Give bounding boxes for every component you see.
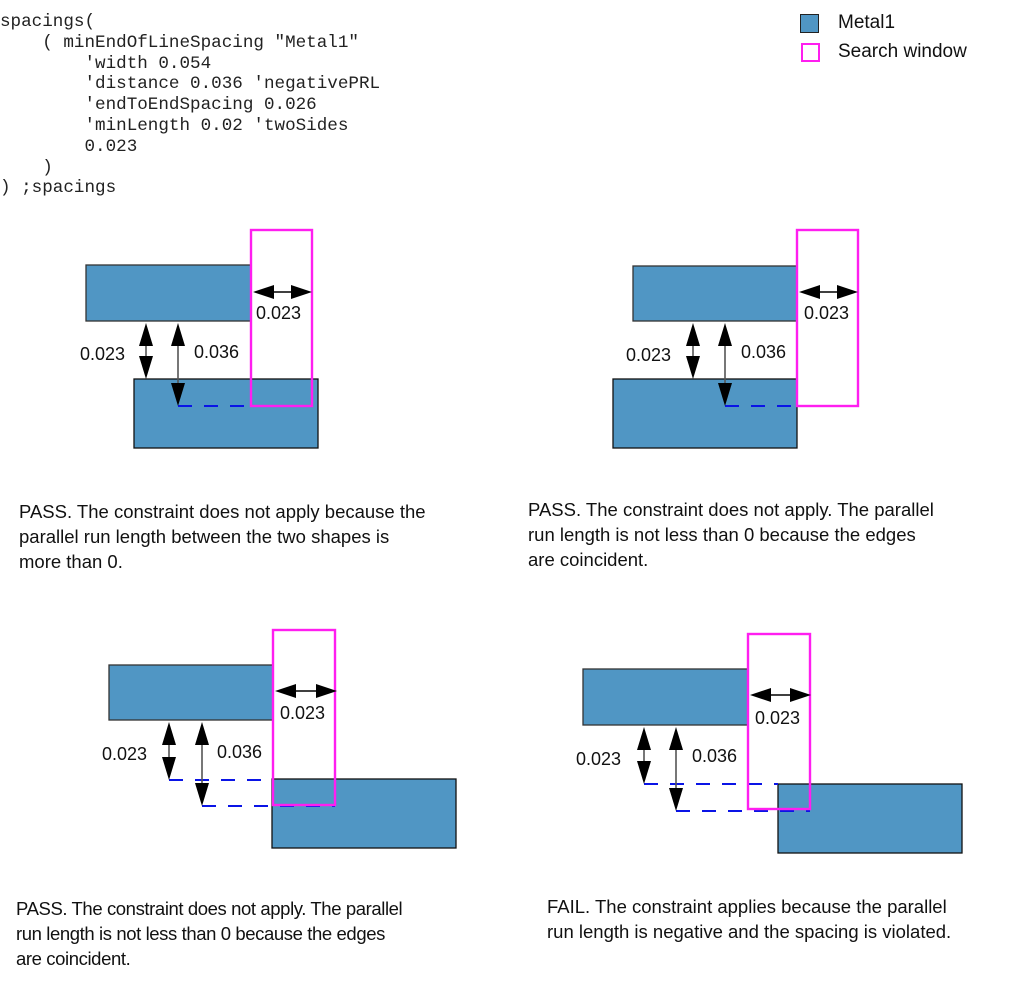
distance-label: 0.036 bbox=[194, 342, 239, 362]
caption-line: PASS. The constraint does not apply. The… bbox=[528, 499, 934, 520]
spacing-arrow-head-up bbox=[637, 727, 651, 750]
metal1-shape-lower bbox=[777, 783, 963, 854]
distance-arrow-head-up bbox=[171, 323, 185, 346]
diagram-bottom-left: 0.023 0.023 0.036 bbox=[102, 628, 457, 849]
caption-bottom-left: PASS. The constraint does not apply. The… bbox=[16, 896, 403, 971]
search-window-swatch-icon bbox=[801, 43, 820, 62]
window-width-arrow-head-right bbox=[790, 688, 811, 702]
legend-label: Search window bbox=[838, 41, 967, 62]
diagram-bottom-right: 0.023 0.023 0.036 bbox=[576, 632, 963, 854]
window-width-arrow-head-left bbox=[275, 684, 296, 698]
caption-line: PASS. The constraint does not apply beca… bbox=[19, 501, 426, 522]
spacing-label: 0.023 bbox=[576, 749, 621, 769]
caption-line: run length is negative and the spacing i… bbox=[547, 921, 952, 942]
window-width-arrow-head-left bbox=[750, 688, 771, 702]
code-line: 'minLength 0.02 'twoSides bbox=[0, 115, 349, 136]
metal1-shape-lower bbox=[612, 378, 798, 449]
window-width-arrow-head-left bbox=[799, 285, 820, 299]
metal1-shape-lower bbox=[133, 378, 319, 449]
window-width-arrow-head-right bbox=[837, 285, 858, 299]
distance-label: 0.036 bbox=[692, 746, 737, 766]
window-width-label: 0.023 bbox=[280, 703, 325, 723]
metal1-swatch-icon bbox=[800, 14, 819, 33]
distance-label: 0.036 bbox=[217, 742, 262, 762]
spacing-label: 0.023 bbox=[80, 344, 125, 364]
spacing-arrow-head-down bbox=[686, 356, 700, 379]
spacing-label: 0.023 bbox=[626, 345, 671, 365]
spacing-label: 0.023 bbox=[102, 744, 147, 764]
legend-label: Metal1 bbox=[838, 12, 896, 33]
window-width-label: 0.023 bbox=[256, 303, 301, 323]
code-line: 'distance 0.036 'negativePRL bbox=[0, 74, 381, 95]
code-line: ) bbox=[0, 157, 53, 178]
distance-arrow-head-up bbox=[669, 727, 683, 750]
search-window bbox=[746, 632, 812, 811]
window-width-label: 0.023 bbox=[755, 708, 800, 728]
code-line: ( minEndOfLineSpacing "Metal1" bbox=[0, 32, 359, 53]
search-window bbox=[271, 628, 337, 807]
window-width-arrow-head-right bbox=[291, 285, 312, 299]
caption-top-left: PASS. The constraint does not apply beca… bbox=[19, 499, 426, 574]
code-line: ) ;spacings bbox=[0, 178, 117, 199]
search-window bbox=[249, 228, 314, 408]
window-width-label: 0.023 bbox=[804, 303, 849, 323]
diagram-top-left: 0.023 0.023 0.036 bbox=[80, 228, 319, 449]
metal1-shape-upper bbox=[85, 264, 252, 322]
caption-line: more than 0. bbox=[19, 551, 123, 572]
caption-line: parallel run length between the two shap… bbox=[19, 526, 390, 547]
distance-label: 0.036 bbox=[741, 342, 786, 362]
spacing-arrow-head-down bbox=[637, 761, 651, 784]
diagram-top-right: 0.023 0.023 0.036 bbox=[612, 228, 860, 449]
distance-arrow-head-up bbox=[195, 722, 209, 745]
caption-line: run length is not less than 0 because th… bbox=[528, 524, 916, 545]
window-width-arrow-head-left bbox=[253, 285, 274, 299]
spacing-arrow-head-up bbox=[139, 323, 153, 346]
caption-line: are coincident. bbox=[16, 948, 131, 969]
spacing-arrow-head-down bbox=[162, 757, 176, 780]
metal1-shape-upper bbox=[582, 668, 749, 726]
metal1-shape-upper bbox=[108, 664, 274, 721]
metal1-shape-upper bbox=[632, 265, 798, 322]
distance-arrow-head-down bbox=[718, 383, 732, 406]
caption-bottom-right: FAIL. The constraint applies because the… bbox=[547, 894, 951, 944]
code-line: 'endToEndSpacing 0.026 bbox=[0, 95, 317, 116]
spacing-arrow-head-down bbox=[139, 356, 153, 379]
distance-arrow-head-down bbox=[171, 383, 185, 406]
spacing-arrow-head-up bbox=[686, 323, 700, 346]
rule-code-block: spacings( ( minEndOfLineSpacing "Metal1"… bbox=[0, 12, 380, 199]
spacing-arrow-head-up bbox=[162, 722, 176, 745]
caption-line: FAIL. The constraint applies because the… bbox=[547, 896, 947, 917]
code-line: spacings( bbox=[0, 12, 96, 32]
caption-line: run length is not less than 0 because th… bbox=[16, 923, 385, 944]
caption-line: are coincident. bbox=[528, 549, 649, 570]
metal1-shape-lower bbox=[271, 778, 457, 849]
distance-arrow-head-down bbox=[195, 783, 209, 806]
caption-top-right: PASS. The constraint does not apply. The… bbox=[528, 497, 934, 572]
code-line: 'width 0.054 bbox=[0, 53, 212, 74]
distance-arrow-head-up bbox=[718, 323, 732, 346]
window-width-arrow-head-right bbox=[316, 684, 337, 698]
caption-line: PASS. The constraint does not apply. The… bbox=[16, 898, 403, 919]
distance-arrow-head-down bbox=[669, 788, 683, 811]
search-window bbox=[795, 228, 860, 408]
code-line: 0.023 bbox=[0, 136, 138, 157]
